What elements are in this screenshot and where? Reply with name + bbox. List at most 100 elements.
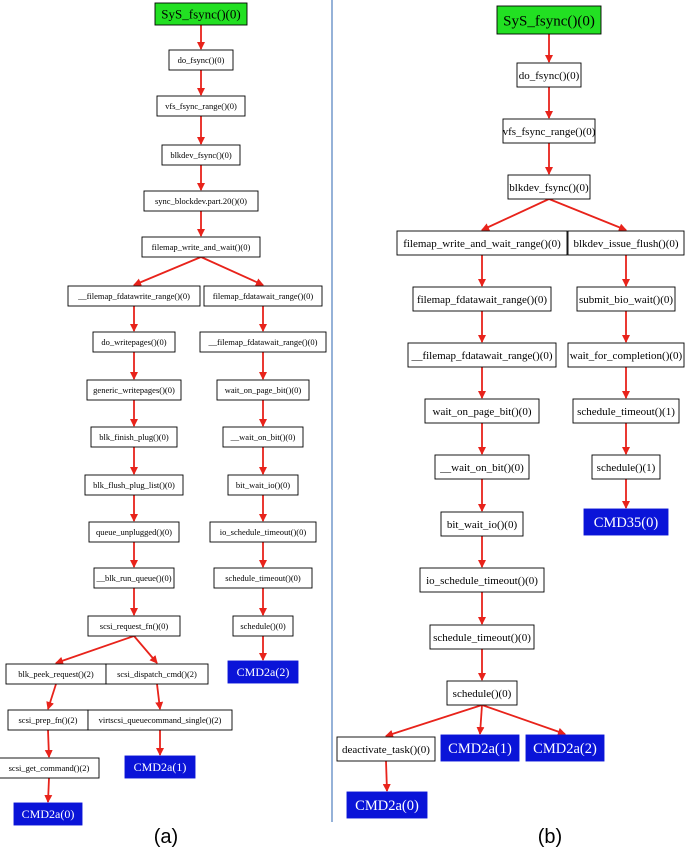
node-a_gen_wp: generic_writepages()(0) xyxy=(86,379,182,401)
node-a___blk_rq: __blk_run_queue()(0) xyxy=(93,567,175,589)
edge-a_scsi_rf-to-a_blk_peek xyxy=(55,635,135,665)
node-box xyxy=(168,49,234,71)
node-a_blk_peek: blk_peek_request()(2) xyxy=(5,663,107,685)
node-label: filemap_fdatawait_range()(0) xyxy=(417,294,547,306)
node-label: CMD2a(2) xyxy=(533,741,597,757)
node-box xyxy=(161,144,241,166)
node-a_scsi_prep: scsi_prep_fn()(2) xyxy=(7,709,89,731)
node-b_wait_pb: wait_on_page_bit()(0) xyxy=(424,398,540,424)
node-a___fm_fdwr: __filemap_fdatawait_range()(0) xyxy=(199,331,327,353)
node-a_vfs: vfs_fsync_range()(0) xyxy=(156,95,246,117)
node-label: __filemap_fdatawait_range()(0) xyxy=(410,350,552,362)
node-box xyxy=(222,426,304,448)
node-box xyxy=(92,331,176,353)
node-label: generic_writepages()(0) xyxy=(93,385,175,395)
node-box xyxy=(232,615,294,637)
node-box xyxy=(141,236,261,258)
node-b_blkdev: blkdev_fsync()(0) xyxy=(507,174,591,200)
node-label: filemap_fdatawait_range()(0) xyxy=(213,291,314,301)
node-box xyxy=(86,379,182,401)
node-box xyxy=(576,286,676,312)
node-box xyxy=(227,474,299,496)
node-box xyxy=(446,680,518,706)
node-a_fm_fdwr: filemap_fdatawait_range()(0) xyxy=(203,285,323,307)
node-a_virt: virtscsi_queuecommand_single()(2) xyxy=(87,709,233,731)
node-box xyxy=(591,454,661,480)
node-label: io_schedule_timeout()(0) xyxy=(220,527,307,537)
node-label: scsi_prep_fn()(2) xyxy=(18,715,77,725)
node-box xyxy=(525,734,605,762)
node-box xyxy=(407,342,557,368)
edge-b_sched-to-b_cmd2a_2 xyxy=(481,704,566,736)
node-a_sched_t: schedule_timeout()(0) xyxy=(213,567,313,589)
node-b_cmd2a_2: CMD2a(2) xyxy=(525,734,605,762)
panel-label-a: (a) xyxy=(154,826,178,848)
node-b_sched1: schedule()(1) xyxy=(591,454,661,480)
node-label: submit_bio_wait()(0) xyxy=(579,294,673,306)
node-b___wait_ob: __wait_on_bit()(0) xyxy=(434,454,530,480)
node-a_io_st: io_schedule_timeout()(0) xyxy=(209,521,317,543)
node-a_scsi_gc: scsi_get_command()(2) xyxy=(0,757,100,779)
edge-a_scsi_gc-to-a_cmd2a_0 xyxy=(44,777,53,803)
node-b___fm_fdwr: __filemap_fdatawait_range()(0) xyxy=(407,342,557,368)
edge-b_sched-to-b_cmd2a_1 xyxy=(476,704,485,735)
node-b_cmd2a_1: CMD2a(1) xyxy=(440,734,520,762)
node-label: blk_finish_plug()(0) xyxy=(99,432,169,442)
node-label: blk_flush_plug_list()(0) xyxy=(93,480,175,490)
panel-label-b: (b) xyxy=(538,826,562,848)
node-b_wfc: wait_for_completion()(0) xyxy=(567,342,685,368)
node-box xyxy=(209,521,317,543)
node-label: __filemap_fdatawrite_range()(0) xyxy=(77,291,190,301)
node-a_scsi_dc: scsi_dispatch_cmd()(2) xyxy=(105,663,209,685)
node-label: wait_on_page_bit()(0) xyxy=(225,385,302,395)
node-box xyxy=(567,342,685,368)
node-b_cmd2a_0: CMD2a(0) xyxy=(346,791,428,819)
node-box xyxy=(572,398,680,424)
node-label: bit_wait_io()(0) xyxy=(236,480,290,490)
node-a_root: SyS_fsync()(0) xyxy=(154,2,248,26)
node-label: sync_blockdev.part.20()(0) xyxy=(155,196,247,206)
node-b_root: SyS_fsync()(0) xyxy=(496,5,602,35)
node-a_cmd2a_1: CMD2a(1) xyxy=(124,755,196,779)
node-a___wait_ob: __wait_on_bit()(0) xyxy=(222,426,304,448)
node-label: schedule()(0) xyxy=(240,621,285,631)
edge-b_blkdev-to-b_blk_iff xyxy=(548,198,627,232)
node-box xyxy=(84,474,184,496)
node-label: __filemap_fdatawait_range()(0) xyxy=(207,337,317,347)
node-b_bit_wio: bit_wait_io()(0) xyxy=(440,511,524,537)
node-b_deact: deactivate_task()(0) xyxy=(336,736,436,762)
node-box xyxy=(227,660,299,684)
node-label: wait_for_completion()(0) xyxy=(570,350,683,362)
node-label: wait_on_page_bit()(0) xyxy=(433,406,532,418)
edge-a_scsi_prep-to-a_scsi_gc xyxy=(44,729,53,758)
node-a_blk_fp: blk_finish_plug()(0) xyxy=(90,426,178,448)
node-label: blkdev_issue_flush()(0) xyxy=(573,238,678,250)
node-box xyxy=(13,802,83,826)
node-label: deactivate_task()(0) xyxy=(342,744,430,756)
edge-a_fm_ww-to-a_fm_fdw xyxy=(133,256,202,286)
node-b_do_fsync: do_fsync()(0) xyxy=(516,62,582,88)
node-label: __blk_run_queue()(0) xyxy=(95,573,171,583)
node-label: io_schedule_timeout()(0) xyxy=(426,575,538,587)
node-label: vfs_fsync_range()(0) xyxy=(503,126,596,138)
node-box xyxy=(516,62,582,88)
node-label: CMD35(0) xyxy=(594,515,659,531)
node-b_sched_t: schedule_timeout()(0) xyxy=(429,624,535,650)
node-label: __wait_on_bit()(0) xyxy=(230,432,296,442)
node-b_blk_iff: blkdev_issue_flush()(0) xyxy=(567,230,685,256)
node-box xyxy=(216,379,310,401)
node-a_sync_bd: sync_blockdev.part.20()(0) xyxy=(143,190,259,212)
node-box xyxy=(199,331,327,353)
node-b_vfs: vfs_fsync_range()(0) xyxy=(502,118,596,144)
node-label: CMD2a(0) xyxy=(22,807,75,821)
node-label: do_fsync()(0) xyxy=(519,70,580,82)
node-a_cmd2a_2: CMD2a(2) xyxy=(227,660,299,684)
node-box xyxy=(124,755,196,779)
node-box xyxy=(90,426,178,448)
node-label: __wait_on_bit()(0) xyxy=(439,462,524,474)
node-label: SyS_fsync()(0) xyxy=(161,7,240,22)
node-a_fm_ww: filemap_write_and_wait()(0) xyxy=(141,236,261,258)
node-box xyxy=(412,286,552,312)
node-label: queue_unplugged()(0) xyxy=(96,527,172,537)
